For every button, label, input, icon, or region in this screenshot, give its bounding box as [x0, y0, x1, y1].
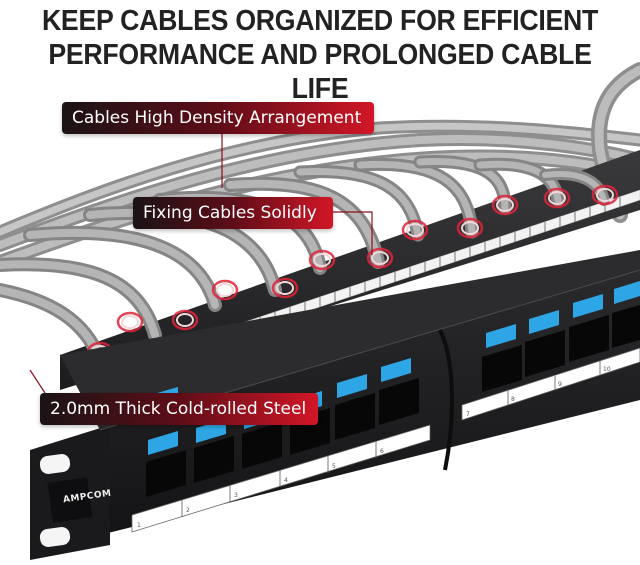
port-label: 8	[511, 396, 515, 403]
port-label: 2	[186, 507, 190, 514]
headline: KEEP CABLES ORGANIZED FOR EFFICIENT PERF…	[0, 0, 640, 106]
port-label: 9	[558, 381, 562, 388]
headline-line-1: KEEP CABLES ORGANIZED FOR EFFICIENT	[41, 5, 599, 37]
headline-line-2: PERFORMANCE AND PROLONGED CABLE LIFE	[48, 39, 592, 105]
port-label: 10	[603, 366, 611, 373]
callout-fixing-cables: Fixing Cables Solidly	[133, 197, 333, 229]
port-label: 5	[332, 463, 336, 470]
callout-high-density: Cables High Density Arrangement	[62, 102, 374, 134]
callout-steel-thickness: 2.0mm Thick Cold-rolled Steel	[40, 393, 318, 425]
port-label: 6	[380, 448, 384, 455]
port-label: 4	[284, 477, 288, 484]
port-label: 1	[137, 522, 141, 529]
port-label: 7	[466, 411, 470, 418]
port-label: 3	[234, 492, 238, 499]
